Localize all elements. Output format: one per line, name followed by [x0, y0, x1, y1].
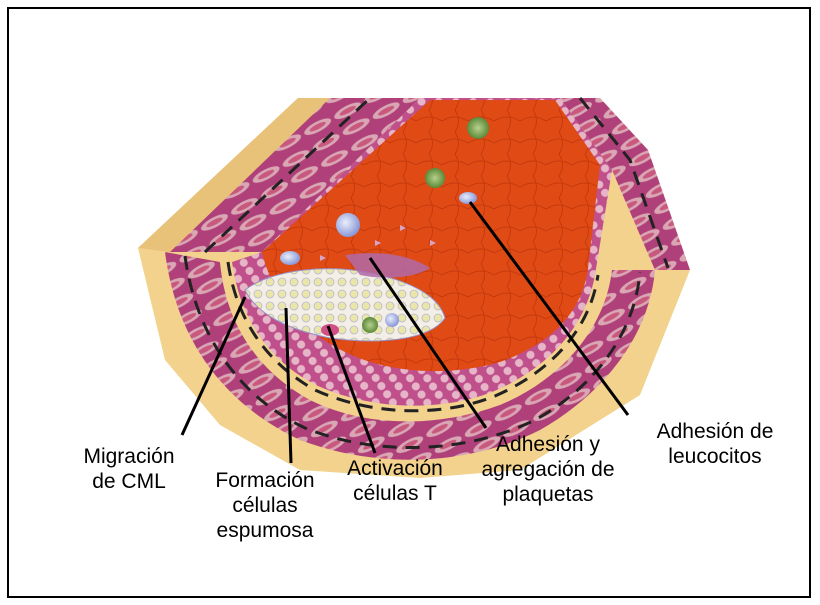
leukocyte-cell: [467, 117, 489, 139]
label-foam-cells: Formación células espumosa: [195, 468, 335, 543]
foam-cell: [385, 313, 399, 327]
migrating-cell: [280, 251, 300, 265]
label-t-cells: Activación células T: [330, 456, 460, 506]
leukocyte-cell: [425, 168, 445, 188]
label-leukocytes: Adhesión de leucocitos: [640, 419, 790, 469]
monocyte-cell: [336, 213, 360, 237]
label-platelets: Adhesión y agregación de plaquetas: [468, 432, 628, 507]
adhering-leukocyte: [459, 192, 477, 204]
t-cell: [362, 317, 378, 333]
label-migration: Migración de CML: [64, 444, 194, 494]
